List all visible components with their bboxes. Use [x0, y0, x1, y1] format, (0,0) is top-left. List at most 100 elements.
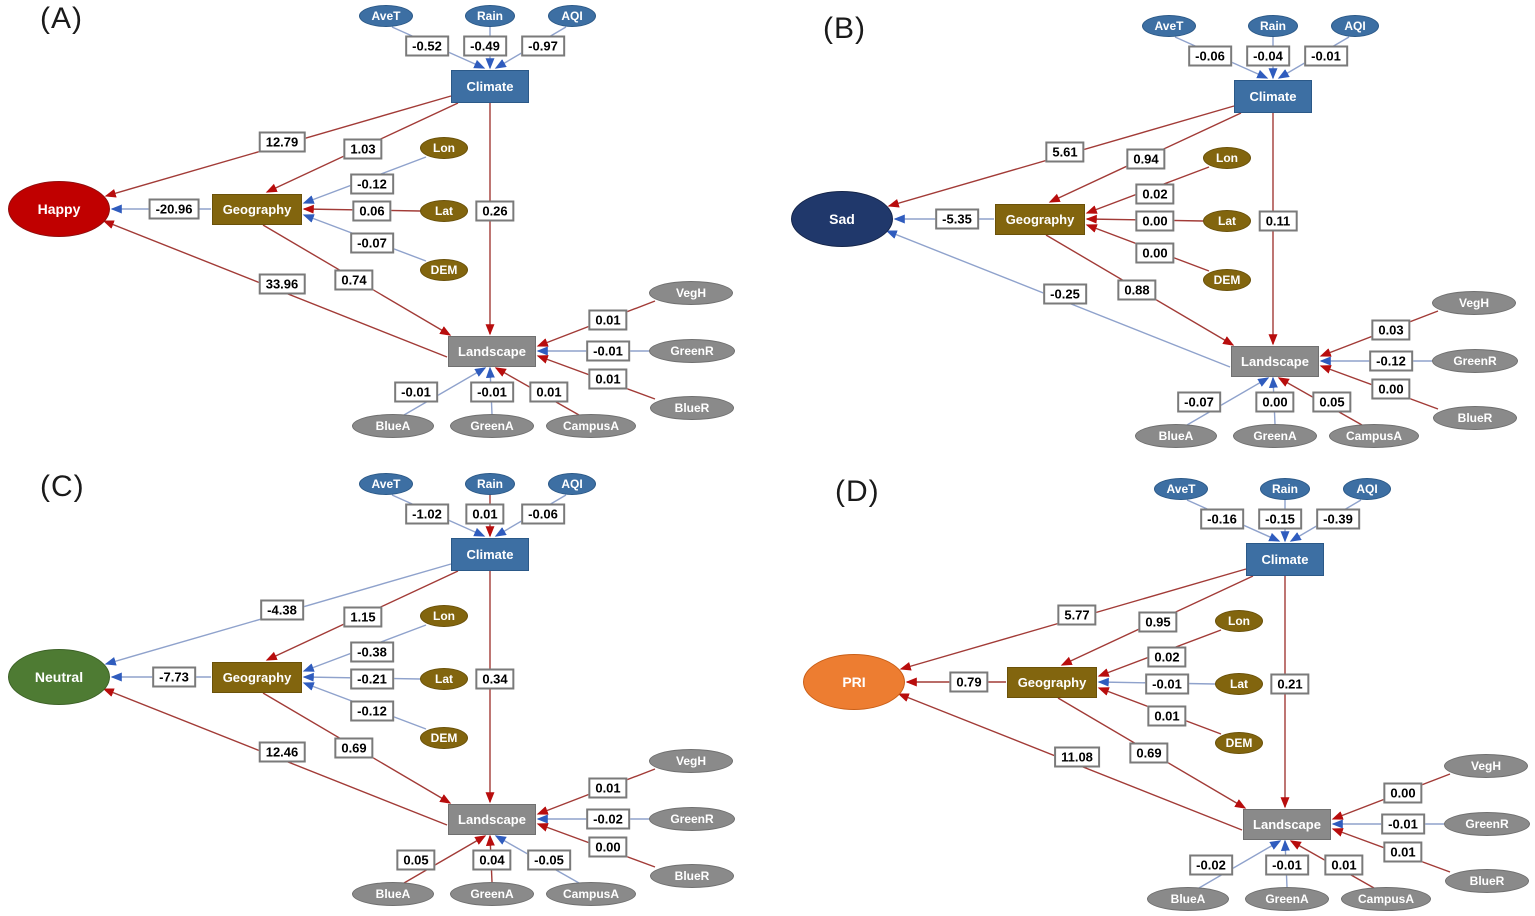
panel-a-coef-m_AQI: -0.97	[521, 35, 565, 57]
panel-d-emotion-node: PRI	[803, 654, 905, 710]
panel-b-coef-m_Lon: 0.02	[1135, 183, 1175, 205]
panel-b-coef-m_CampusA: 0.05	[1312, 391, 1352, 413]
panel-d-indicator-lon: Lon	[1215, 610, 1263, 632]
panel-c-coef-m_BlueR: 0.00	[588, 836, 628, 858]
panel-d-coef-p_ge: 0.79	[949, 671, 989, 693]
panel-c-indicator-greena: GreenA	[450, 882, 534, 906]
panel-label-b: (B)	[823, 12, 866, 45]
panel-label-c: (C)	[40, 470, 85, 503]
panel-c-coef-m_CampusA: -0.05	[527, 849, 571, 871]
panel-a-geography-node: Geography	[212, 193, 302, 225]
panel-c-edge-m_BlueA	[403, 835, 487, 884]
panel-d-coef-p_le: 11.08	[1054, 746, 1100, 768]
panel-d-coef-m_Lon: 0.02	[1147, 646, 1187, 668]
panel-b-coef-m_BlueR: 0.00	[1371, 378, 1411, 400]
panel-b-climate-node: Climate	[1234, 79, 1312, 113]
panel-b-coef-p_gl: 0.88	[1117, 279, 1157, 301]
panel-c-indicator-dem: DEM	[420, 727, 468, 749]
panel-b-coef-m_AQI: -0.01	[1304, 45, 1348, 67]
panel-c-coef-m_Rain: 0.01	[465, 503, 505, 525]
panel-b-landscape-node: Landscape	[1231, 345, 1319, 377]
panel-a-coef-m_DEM: -0.07	[350, 232, 394, 254]
panel-b-coef-p_le: -0.25	[1043, 283, 1087, 305]
panel-d-climate-node: Climate	[1246, 542, 1324, 576]
panel-d-coef-m_GreenA: -0.01	[1265, 854, 1309, 876]
panel-b-indicator-dem: DEM	[1203, 269, 1251, 291]
panel-d-indicator-aqi: AQI	[1343, 478, 1391, 500]
panel-c-indicator-lon: Lon	[420, 605, 468, 627]
panel-b-coef-p_ce: 5.61	[1045, 141, 1085, 163]
panel-d-coef-m_AveT: -0.16	[1200, 508, 1244, 530]
panel-b-edge-m_BlueA	[1186, 377, 1270, 426]
panel-a-indicator-aqi: AQI	[548, 5, 596, 27]
panel-c-coef-p_ge: -7.73	[152, 666, 196, 688]
panel-a-coef-m_Lat: 0.06	[352, 200, 392, 222]
panel-a-climate-node: Climate	[451, 69, 529, 103]
panel-d-indicator-lat: Lat	[1215, 673, 1263, 695]
panel-c-indicator-rain: Rain	[465, 473, 515, 495]
panel-c-indicator-avet: AveT	[359, 473, 413, 495]
panel-a-coef-m_Lon: -0.12	[350, 173, 394, 195]
panel-d-indicator-greena: GreenA	[1245, 887, 1329, 911]
panel-c-indicator-vegh: VegH	[649, 749, 733, 773]
panel-b-indicator-bluea: BlueA	[1135, 424, 1217, 448]
panel-d-coef-m_BlueA: -0.02	[1189, 854, 1233, 876]
panel-c-coef-m_VegH: 0.01	[588, 777, 628, 799]
panel-b-coef-m_GreenA: 0.00	[1255, 391, 1295, 413]
panel-c-geography-node: Geography	[212, 661, 302, 693]
panel-c-climate-node: Climate	[451, 537, 529, 571]
panel-c-coef-p_ce: -4.38	[260, 599, 304, 621]
panel-b-emotion-node: Sad	[791, 191, 893, 247]
panel-a-coef-m_AveT: -0.52	[405, 35, 449, 57]
panel-c-coef-m_GreenA: 0.04	[472, 849, 512, 871]
panel-a-indicator-greenr: GreenR	[649, 339, 735, 363]
panel-d-indicator-avet: AveT	[1154, 478, 1208, 500]
panel-d-coef-m_CampusA: 0.01	[1324, 854, 1364, 876]
panel-b-coef-m_BlueA: -0.07	[1177, 391, 1221, 413]
panel-a-coef-p_cl: 0.26	[475, 200, 515, 222]
panel-c-coef-p_cl: 0.34	[475, 668, 515, 690]
panel-b-indicator-vegh: VegH	[1432, 291, 1516, 315]
panel-d-coef-p_cl: 0.21	[1270, 673, 1310, 695]
panel-b-coef-m_AveT: -0.06	[1188, 45, 1232, 67]
panel-d-landscape-node: Landscape	[1243, 808, 1331, 840]
panel-c-indicator-campusa: CampusA	[546, 882, 636, 906]
panel-d-coef-m_DEM: 0.01	[1147, 705, 1187, 727]
panel-a-indicator-lon: Lon	[420, 137, 468, 159]
panel-d-indicator-dem: DEM	[1215, 732, 1263, 754]
panel-b-coef-m_VegH: 0.03	[1371, 319, 1411, 341]
panel-b-coef-m_DEM: 0.00	[1135, 242, 1175, 264]
panel-c-indicator-bluea: BlueA	[352, 882, 434, 906]
panel-c-coef-m_AveT: -1.02	[405, 503, 449, 525]
panel-b-indicator-bluer: BlueR	[1433, 406, 1517, 430]
panel-b-indicator-aqi: AQI	[1331, 15, 1379, 37]
panel-c-coef-p_cg: 1.15	[343, 606, 383, 628]
panel-b-indicator-avet: AveT	[1142, 15, 1196, 37]
panel-d-coef-p_ce: 5.77	[1057, 604, 1097, 626]
panel-b-indicator-rain: Rain	[1248, 15, 1298, 37]
panel-d-edge-m_BlueA	[1198, 840, 1282, 889]
panel-a-landscape-node: Landscape	[448, 335, 536, 367]
panel-c-coef-m_DEM: -0.12	[350, 700, 394, 722]
panel-a-coef-m_BlueA: -0.01	[394, 381, 438, 403]
panel-c-coef-m_AQI: -0.06	[521, 503, 565, 525]
panel-d-coef-m_VegH: 0.00	[1383, 782, 1423, 804]
panel-d-indicator-greenr: GreenR	[1444, 812, 1530, 836]
panel-b-coef-p_cg: 0.94	[1126, 148, 1166, 170]
panel-d-coef-m_GreenR: -0.01	[1381, 813, 1425, 835]
panel-c-coef-m_BlueA: 0.05	[396, 849, 436, 871]
panel-c-indicator-bluer: BlueR	[650, 864, 734, 888]
panel-d-indicator-campusa: CampusA	[1341, 887, 1431, 911]
panel-b-indicator-greena: GreenA	[1233, 424, 1317, 448]
panel-b-geography-node: Geography	[995, 203, 1085, 235]
panel-a-edge-m_BlueA	[403, 367, 487, 416]
panel-c-coef-p_le: 12.46	[258, 741, 306, 763]
panel-c-indicator-greenr: GreenR	[649, 807, 735, 831]
panel-a-coef-p_ce: 12.79	[258, 131, 306, 153]
panel-a-coef-m_GreenR: -0.01	[586, 340, 630, 362]
panel-a-coef-m_VegH: 0.01	[588, 309, 628, 331]
panel-b-indicator-greenr: GreenR	[1432, 349, 1518, 373]
panel-a-indicator-campusa: CampusA	[546, 414, 636, 438]
panel-a-coef-p_cg: 1.03	[343, 138, 383, 160]
